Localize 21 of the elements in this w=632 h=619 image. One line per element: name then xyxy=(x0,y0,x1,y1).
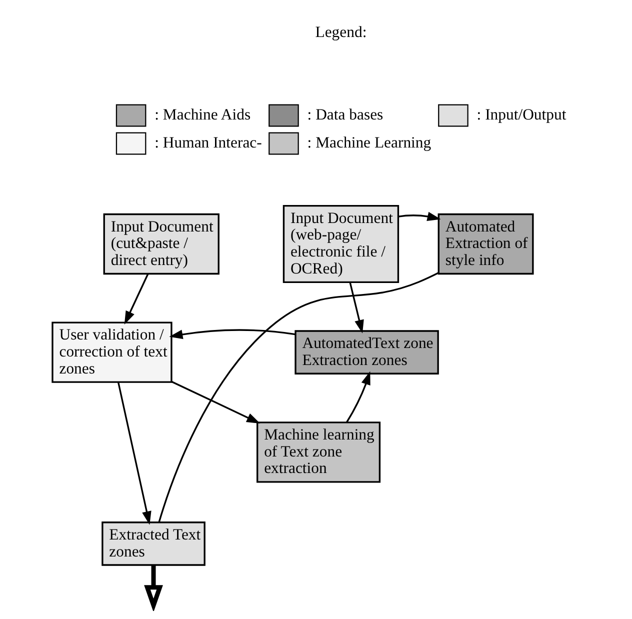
legend-label: : Machine Aids xyxy=(154,106,251,124)
arrow xyxy=(349,282,364,334)
arrow xyxy=(346,371,370,423)
node-box: Automated Extraction of style info xyxy=(438,213,534,275)
arrow xyxy=(171,380,260,424)
node-box: AutomatedText zone Extraction zones xyxy=(294,330,439,374)
legend-label: : Human Interac- xyxy=(154,134,262,152)
label: Legend: xyxy=(315,24,367,42)
arrow xyxy=(144,565,163,611)
arrow xyxy=(117,382,152,525)
node-box: User validation / correction of text zones xyxy=(52,322,172,383)
legend-label: : Machine Learning xyxy=(307,134,432,152)
node-box: Input Document (web-page/ electronic file / OCRed) xyxy=(282,204,400,283)
node-box: Input Document (cut&paste / direct entry) xyxy=(103,213,220,275)
arrow xyxy=(398,212,441,222)
node-box: Machine learning of Text zone extraction xyxy=(256,422,381,483)
node-box: Extracted Text zones xyxy=(102,522,206,566)
arrow xyxy=(124,274,149,325)
legend-label: : Data bases xyxy=(307,106,384,124)
legend-label: : Input/Output xyxy=(476,106,566,124)
arrow xyxy=(169,329,296,340)
